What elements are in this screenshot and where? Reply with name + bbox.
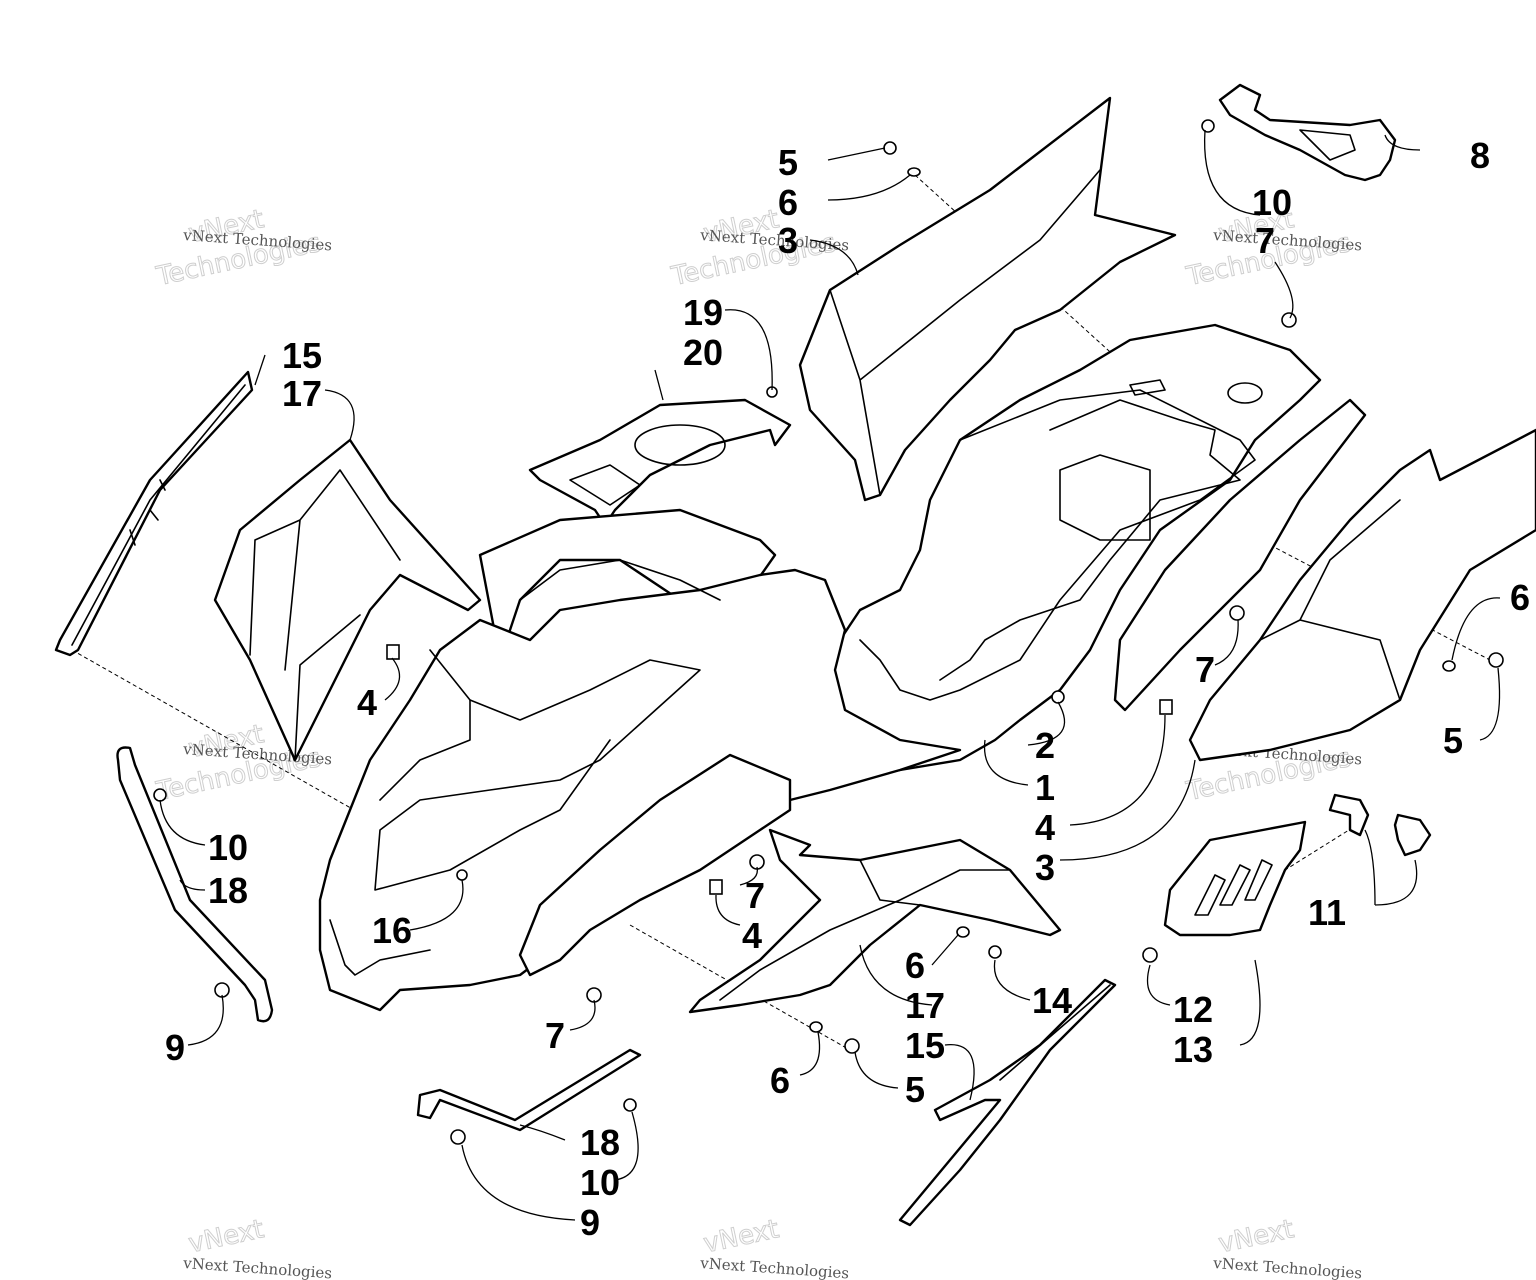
front-fender-top — [798, 96, 1177, 502]
callout-18: 18 — [580, 1122, 620, 1163]
fasteners — [153, 119, 1504, 1145]
callout-7: 7 — [545, 1015, 565, 1056]
grab-rods — [116, 746, 642, 1132]
callout-6: 6 — [1510, 577, 1530, 618]
callout-7: 7 — [1195, 649, 1215, 690]
callout-4: 4 — [1035, 807, 1055, 848]
callout-17: 17 — [282, 373, 322, 414]
callout-4: 4 — [357, 682, 377, 723]
console-cover — [528, 398, 792, 527]
callout-7: 7 — [1255, 220, 1275, 261]
callout-16: 16 — [372, 910, 412, 951]
callout-11: 11 — [1308, 892, 1346, 933]
front-lower-fender — [518, 753, 792, 977]
right-rear-fender — [1113, 398, 1536, 762]
watermark-text: vNext Technologies — [699, 1254, 850, 1280]
callout-10: 10 — [1252, 182, 1292, 223]
right-footwell-panel — [688, 828, 1062, 1014]
callout-5: 5 — [1443, 720, 1463, 761]
callout-10: 10 — [208, 827, 248, 868]
callout-15: 15 — [282, 335, 322, 376]
callout-20: 20 — [683, 332, 723, 373]
callout-4: 4 — [742, 915, 762, 956]
clamps — [1328, 793, 1432, 857]
watermark-vnext: vNext — [1216, 1214, 1297, 1259]
callout-12: 12 — [1173, 989, 1213, 1030]
callout-15: 15 — [905, 1025, 945, 1066]
callout-2: 2 — [1035, 725, 1055, 766]
callout-17: 17 — [905, 985, 945, 1026]
left-footrest-rail — [54, 370, 254, 657]
leader-lines — [159, 129, 1501, 1221]
left-footwell-panel — [213, 438, 482, 762]
front-hood — [318, 508, 962, 1012]
callout-13: 13 — [1173, 1029, 1213, 1070]
callout-9: 9 — [580, 1202, 600, 1243]
callout-19: 19 — [683, 292, 723, 333]
callout-8: 8 — [1470, 135, 1490, 176]
callout-3: 3 — [1035, 847, 1055, 888]
callout-10: 10 — [580, 1162, 620, 1203]
callout-7: 7 — [745, 875, 765, 916]
callout-6: 6 — [770, 1060, 790, 1101]
watermark-text: vNext Technologies — [1212, 1254, 1363, 1280]
callout-5: 5 — [778, 142, 798, 183]
callout-9: 9 — [165, 1027, 185, 1068]
watermark-vnext: vNext — [701, 1214, 782, 1259]
callout-14: 14 — [1032, 980, 1072, 1021]
watermark-vnext: vNext — [186, 1214, 267, 1259]
callouts: 5 6 3 8 10 7 19 20 15 17 4 10 18 16 9 7 … — [165, 135, 1530, 1243]
callout-5: 5 — [905, 1069, 925, 1110]
bracket — [1218, 83, 1397, 182]
callout-18: 18 — [208, 870, 248, 911]
watermark-text: vNext Technologies — [182, 1254, 333, 1280]
heat-shield — [1163, 820, 1307, 937]
callout-6: 6 — [778, 182, 798, 223]
callout-3: 3 — [778, 220, 798, 261]
callout-1: 1 — [1035, 767, 1055, 808]
callout-6: 6 — [905, 945, 925, 986]
